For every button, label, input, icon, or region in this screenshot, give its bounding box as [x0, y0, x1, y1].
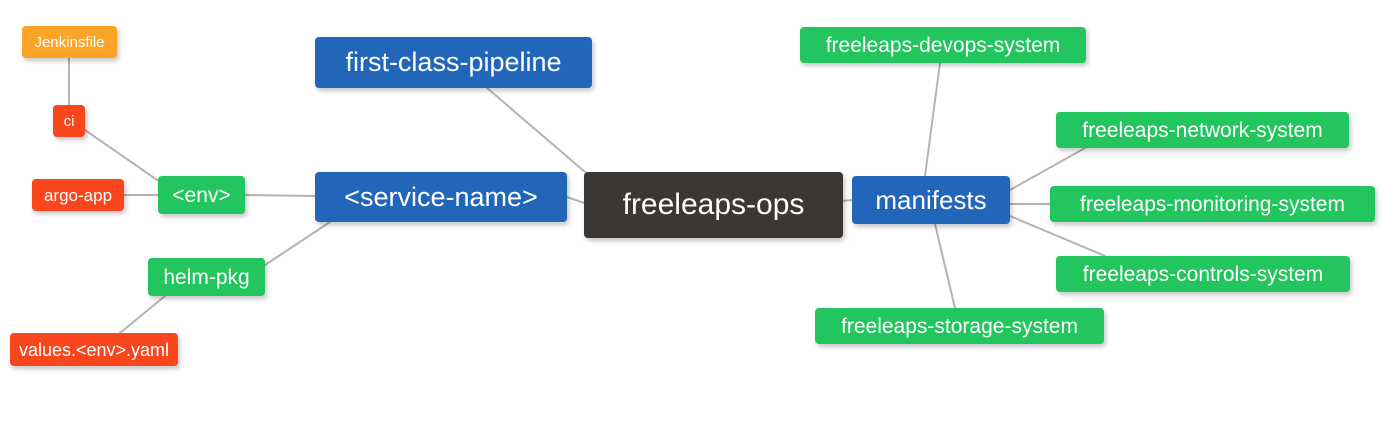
- node-service-name[interactable]: <service-name>: [315, 172, 567, 222]
- node-label-freeleaps-controls-system: freeleaps-controls-system: [1082, 262, 1324, 286]
- node-label-freeleaps-devops-system: freeleaps-devops-system: [825, 33, 1061, 57]
- node-freeleaps-monitoring-system[interactable]: freeleaps-monitoring-system: [1050, 186, 1375, 222]
- node-label-ci: ci: [63, 112, 75, 130]
- edge-service-name-env: [244, 194, 316, 197]
- edge-service-name-helm-pkg: [264, 221, 331, 266]
- node-label-root: freeleaps-ops: [622, 188, 805, 221]
- edge-root-manifests: [842, 199, 853, 202]
- node-label-argo-app: argo-app: [43, 185, 113, 205]
- edge-env-ci: [84, 129, 161, 183]
- node-manifests[interactable]: manifests: [852, 176, 1010, 224]
- edge-manifests-controls: [1009, 215, 1106, 257]
- node-label-values-yaml: values.<env>.yaml: [18, 339, 170, 360]
- node-label-freeleaps-network-system: freeleaps-network-system: [1082, 118, 1323, 142]
- node-freeleaps-network-system[interactable]: freeleaps-network-system: [1056, 112, 1349, 148]
- node-label-freeleaps-monitoring-system: freeleaps-monitoring-system: [1080, 192, 1345, 216]
- edge-manifests-network: [1009, 147, 1086, 191]
- node-freeleaps-devops-system[interactable]: freeleaps-devops-system: [800, 27, 1086, 63]
- node-helm-pkg[interactable]: helm-pkg: [148, 258, 265, 296]
- node-argo-app[interactable]: argo-app: [32, 179, 124, 211]
- edge-manifests-devops: [924, 62, 941, 177]
- node-freeleaps-controls-system[interactable]: freeleaps-controls-system: [1056, 256, 1350, 292]
- node-values-yaml[interactable]: values.<env>.yaml: [10, 333, 178, 366]
- node-ci[interactable]: ci: [53, 105, 85, 137]
- edge-root-service-name: [566, 196, 585, 204]
- node-first-class-pipeline[interactable]: first-class-pipeline: [315, 37, 592, 88]
- node-label-helm-pkg: helm-pkg: [163, 265, 250, 289]
- edge-root-first-class-pipeline: [486, 87, 593, 179]
- edge-helm-pkg-values-yaml: [119, 295, 166, 334]
- node-env[interactable]: <env>: [158, 176, 245, 214]
- edge-manifests-storage: [934, 223, 956, 309]
- node-freeleaps-storage-system[interactable]: freeleaps-storage-system: [815, 308, 1104, 344]
- node-label-env: <env>: [172, 183, 231, 207]
- node-label-manifests: manifests: [875, 185, 987, 215]
- node-label-service-name: <service-name>: [344, 181, 538, 212]
- node-label-jenkinsfile: Jenkinsfile: [34, 33, 105, 51]
- node-root[interactable]: freeleaps-ops: [584, 172, 843, 238]
- node-jenkinsfile[interactable]: Jenkinsfile: [22, 26, 117, 58]
- node-label-freeleaps-storage-system: freeleaps-storage-system: [841, 314, 1078, 338]
- node-label-first-class-pipeline: first-class-pipeline: [345, 47, 562, 77]
